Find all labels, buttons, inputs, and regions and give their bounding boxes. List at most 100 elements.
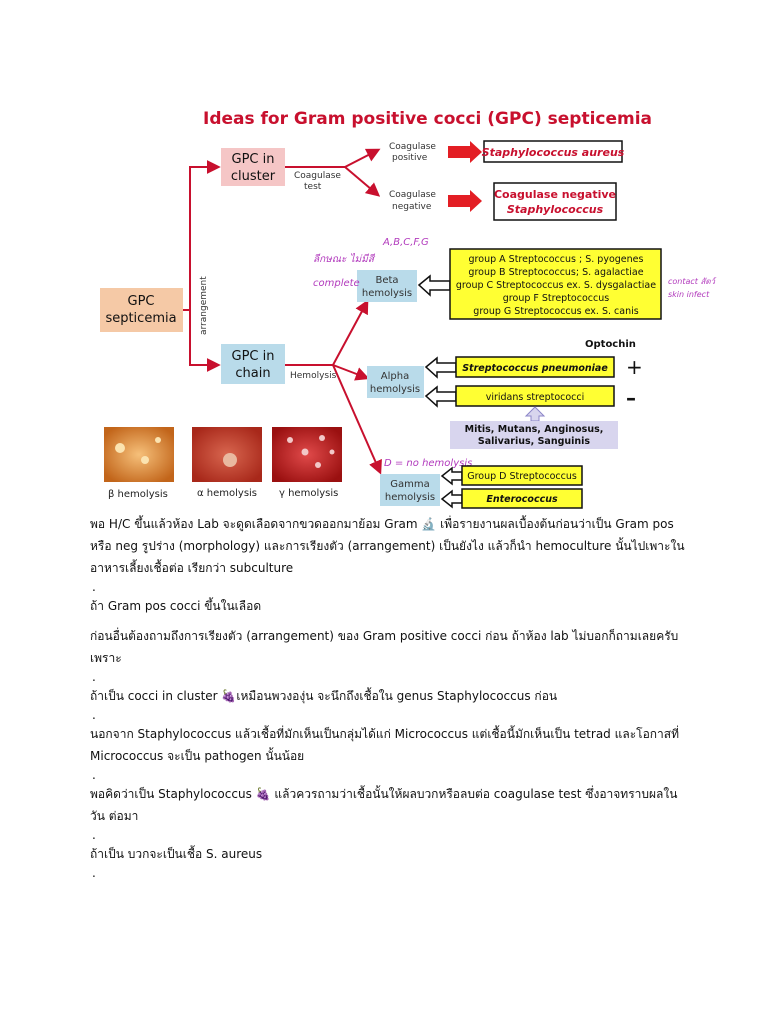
- alpha-thumb-label: α hemolysis: [197, 488, 257, 499]
- group-d-label: Group D Streptococcus: [467, 471, 577, 482]
- arrow-to-alpha: [332, 364, 370, 381]
- gamma-thumb-label: γ hemolysis: [279, 488, 338, 499]
- gamma-colony: [329, 449, 335, 455]
- arrow-viridans-members: [524, 406, 546, 422]
- root-label-1: GPC: [128, 294, 155, 309]
- paragraph-micrococcus: นอกจาก Staphylococcus แล้วเชื้อที่มักเห็…: [90, 727, 680, 763]
- beta-thumb-label: β hemolysis: [108, 489, 168, 500]
- beta-colony: [141, 456, 149, 464]
- paragraph-cocci-in-cluster: ถ้าเป็น cocci in cluster 🍇เหมือนพวงองุ่น…: [90, 689, 558, 703]
- root-box: [100, 288, 183, 332]
- alpha-label-1: Alpha: [381, 371, 409, 382]
- beta-colony: [115, 443, 125, 453]
- coag-neg-label-1: Coagulase: [389, 190, 436, 200]
- arrow-coag-pos: [285, 148, 381, 168]
- cluster-box: [221, 148, 285, 186]
- arrow-to-cons: [448, 190, 482, 212]
- beta-colony: [155, 437, 161, 443]
- separator-dot: .: [92, 580, 96, 594]
- arrow-to-aureus: [448, 141, 482, 163]
- coag-pos-label-1: Coagulase: [389, 142, 436, 152]
- beta-box: [357, 270, 417, 302]
- viridans-box: [455, 385, 615, 407]
- viridans-members-2: Salivarius, Sanguinis: [478, 436, 590, 447]
- arrow-beta-groups: [417, 274, 451, 297]
- beta-group-b: group B Streptococcus; S. agalactiae: [468, 267, 643, 278]
- beta-group-c: group C Streptococcus ex. S. dysgalactia…: [456, 280, 656, 291]
- cluster-label-1: GPC in: [232, 152, 275, 167]
- arrow-to-chain: [189, 310, 221, 372]
- arrow-viridans: [424, 385, 457, 408]
- arrow-to-cluster: [183, 160, 221, 311]
- gamma-label-1: Gamma: [390, 479, 430, 490]
- arrow-to-beta: [285, 299, 369, 366]
- beta-label-1: Beta: [375, 275, 398, 286]
- viridans-members-box: [450, 421, 618, 449]
- beta-group-g: group G Streptococcus ex. S. canis: [473, 306, 638, 317]
- aureus-label: Staphylococcus aureus: [482, 146, 625, 159]
- optochin-minus: –: [626, 386, 636, 410]
- chain-label-2: chain: [235, 366, 270, 381]
- cons-box: [493, 182, 617, 221]
- paragraph-arrangement: ก่อนอื่นต้องถามถึงการเรียงตัว (arrangeme…: [90, 629, 679, 665]
- beta-hemolysis-photo: [104, 427, 174, 482]
- gpc-septicemia-diagram: Ideas for Gram positive cocci (GPC) sept…: [100, 109, 717, 509]
- alpha-box: [367, 366, 424, 398]
- diagram-title: Ideas for Gram positive cocci (GPC) sept…: [203, 109, 652, 129]
- arrow-to-gamma: [332, 364, 382, 475]
- gamma-label-2: hemolysis: [385, 492, 435, 503]
- arrow-pneumo: [424, 356, 457, 379]
- paragraph-s-aureus: ถ้าเป็น บวกจะเป็นเชื้อ S. aureus: [90, 847, 263, 861]
- beta-group-a: group A Streptococcus ; S. pyogenes: [469, 254, 644, 265]
- paragraph-coagulase-test: พอคิดว่าเป็น Staphylococcus 🍇 แล้วควรถาม…: [90, 787, 678, 823]
- arrow-coag-neg: [344, 166, 381, 197]
- chain-box: [221, 344, 285, 384]
- pneumo-box: [455, 356, 615, 378]
- enterococcus-label: Enterococcus: [486, 494, 558, 505]
- cons-label-2: Staphylococcus: [507, 203, 604, 216]
- handnote-beta-top: A,B,C,F,G: [382, 237, 429, 248]
- coagulase-test-label-1: Coagulase: [294, 171, 341, 181]
- gamma-colony: [315, 462, 321, 468]
- paragraph-gpc-in-blood: ถ้า Gram pos cocci ขึ้นในเลือด: [90, 599, 262, 613]
- gamma-box: [380, 474, 440, 506]
- gamma-colony: [319, 435, 325, 441]
- handnote-beta-right-2: skin infect: [668, 290, 710, 299]
- optochin-label: Optochin: [585, 339, 636, 350]
- handnote-gamma: D = no hemolysis: [384, 458, 472, 469]
- coag-neg-label-2: negative: [392, 202, 432, 212]
- separator-dot: .: [92, 768, 96, 782]
- group-d-box: [461, 465, 583, 486]
- beta-groups-box: [449, 248, 662, 320]
- separator-dot: .: [92, 828, 96, 842]
- paragraph-gram-stain: พอ H/C ขึ้นแล้วห้อง Lab จะดูดเลือดจากขวด…: [90, 517, 685, 575]
- aureus-box: [483, 140, 623, 163]
- separator-dot: .: [92, 670, 96, 684]
- separator-dot: .: [92, 866, 96, 880]
- viridans-members-1: Mitis, Mutans, Anginosus,: [465, 424, 604, 435]
- hemolysis-label: Hemolysis: [290, 371, 337, 381]
- beta-label-2: hemolysis: [362, 288, 412, 299]
- arrow-group-d: [440, 466, 463, 486]
- coagulase-test-label-2: test: [304, 182, 322, 192]
- handnote-beta-left-1: ลีกษณะ ไม่มีสี: [313, 253, 376, 265]
- handnote-beta-left-2: complete: [313, 278, 360, 289]
- article-body: พอ H/C ขึ้นแล้วห้อง Lab จะดูดเลือดจากขวด…: [90, 513, 690, 881]
- alpha-label-2: hemolysis: [370, 384, 420, 395]
- enterococcus-box: [461, 488, 583, 509]
- coag-pos-label-2: positive: [392, 153, 428, 163]
- pneumo-label: Streptococcus pneumoniae: [462, 363, 608, 374]
- arrangement-label: arrangement: [199, 276, 209, 335]
- handnote-beta-right-1: contact สัตว์: [668, 276, 717, 286]
- gamma-colony: [301, 448, 309, 456]
- cons-label-1: Coagulase negative: [494, 188, 616, 201]
- gamma-colony: [287, 437, 293, 443]
- alpha-colony: [223, 453, 237, 467]
- root-label-2: septicemia: [105, 311, 176, 326]
- chain-label-1: GPC in: [232, 349, 275, 364]
- beta-group-f: group F Streptococcus: [503, 293, 609, 304]
- viridans-label: viridans streptococci: [486, 392, 585, 403]
- cluster-label-2: cluster: [231, 169, 276, 184]
- arrow-enterococcus: [440, 489, 463, 509]
- separator-dot: .: [92, 708, 96, 722]
